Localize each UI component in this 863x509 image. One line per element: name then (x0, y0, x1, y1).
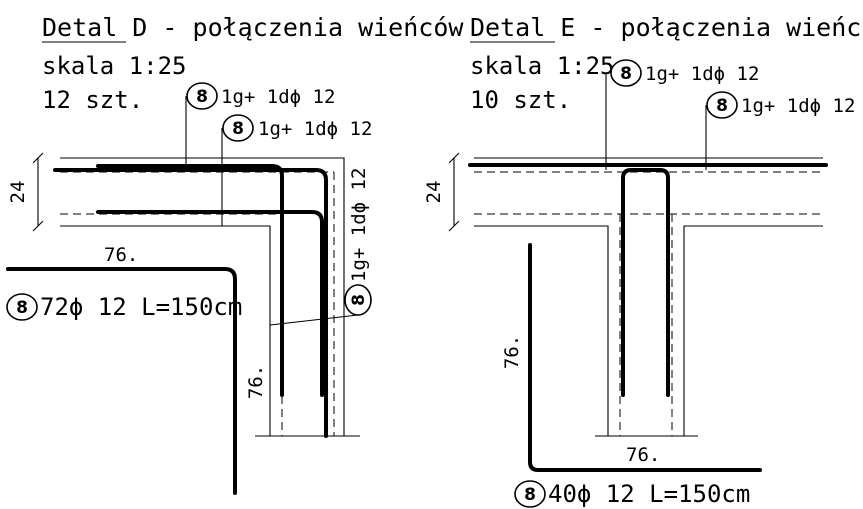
rebar-top-inner (96, 164, 284, 397)
detail-e-bar-spec: 8 40ϕ 12 L=150cm (514, 480, 750, 508)
detail-e-scale: skala 1:25 (470, 52, 615, 80)
dimension-leg-top: 76. (104, 244, 138, 266)
position-mark-circle (610, 59, 642, 87)
detail-d-title: Detal D - połączenia wieńców (42, 13, 464, 42)
detail-e-count: 10 szt. (470, 86, 571, 114)
dimension-tick (448, 152, 460, 164)
bar-spec-text: 72ϕ 12 L=150cm (40, 293, 242, 321)
bar-shape-sketch (528, 243, 762, 472)
position-mark-circle (514, 480, 546, 508)
position-mark: 8 (716, 96, 728, 116)
leader-line (269, 314, 359, 326)
beam-outline-right (683, 225, 823, 436)
position-mark: 8 (620, 64, 632, 84)
detail-e: Detal E - połączenia wieńców skala 1:25 … (423, 13, 863, 508)
detail-d-label-1: 8 1g+ 1dϕ 12 (185, 82, 335, 168)
beam-outline-inner (60, 225, 271, 436)
bar-spec-text: 40ϕ 12 L=150cm (548, 480, 750, 508)
bar-shape-sketch (6, 267, 237, 495)
rebar-bottom (96, 210, 324, 397)
dimension-height: 24 (7, 181, 29, 204)
label-text: 1g+ 1dϕ 12 (645, 63, 759, 85)
detail-e-title: Detal E - połączenia wieńców (470, 13, 863, 42)
dimension-tick (448, 220, 460, 232)
detail-d-label-2: 8 1g+ 1dϕ 12 (221, 114, 372, 226)
position-mark-circle (186, 82, 218, 110)
dimension-tick (32, 220, 44, 232)
dimension-leg-side: 76. (245, 365, 267, 399)
position-mark: 8 (196, 87, 208, 107)
detail-d-scale: skala 1:25 (42, 52, 187, 80)
position-mark-circle (222, 114, 254, 142)
position-mark-circle (706, 91, 738, 119)
label-text: 1g+ 1dϕ 12 (741, 95, 855, 117)
label-text: 1g+ 1dϕ 12 (258, 118, 372, 140)
detail-e-label-2: 8 1g+ 1dϕ 12 (705, 91, 855, 170)
beam-outline-left (474, 225, 609, 436)
rebar-top (53, 168, 328, 438)
label-text: 1g+ 1dϕ 12 (348, 168, 370, 282)
detail-d-bar-spec: 8 72ϕ 12 L=150cm (6, 293, 242, 321)
position-mark: 8 (349, 294, 369, 306)
detail-e-label-1: 8 1g+ 1dϕ 12 (605, 59, 759, 170)
detail-d-label-3: 8 1g+ 1dϕ 12 (269, 168, 372, 326)
position-mark: 8 (524, 485, 536, 505)
dimension-height: 24 (423, 181, 445, 204)
detail-d-count: 12 szt. (42, 86, 143, 114)
beam-outline-outer (60, 157, 345, 436)
position-mark: 8 (16, 298, 28, 318)
dimension-tick (32, 152, 44, 164)
label-text: 1g+ 1dϕ 12 (221, 86, 335, 108)
detail-d: Detal D - połączenia wieńców skala 1:25 … (6, 13, 464, 495)
rebar-u-bar (621, 168, 670, 397)
dimension-leg-bottom: 76. (626, 444, 660, 466)
position-mark-circle (6, 293, 38, 321)
dimension-leg-side: 76. (501, 335, 523, 369)
position-mark: 8 (232, 119, 244, 139)
